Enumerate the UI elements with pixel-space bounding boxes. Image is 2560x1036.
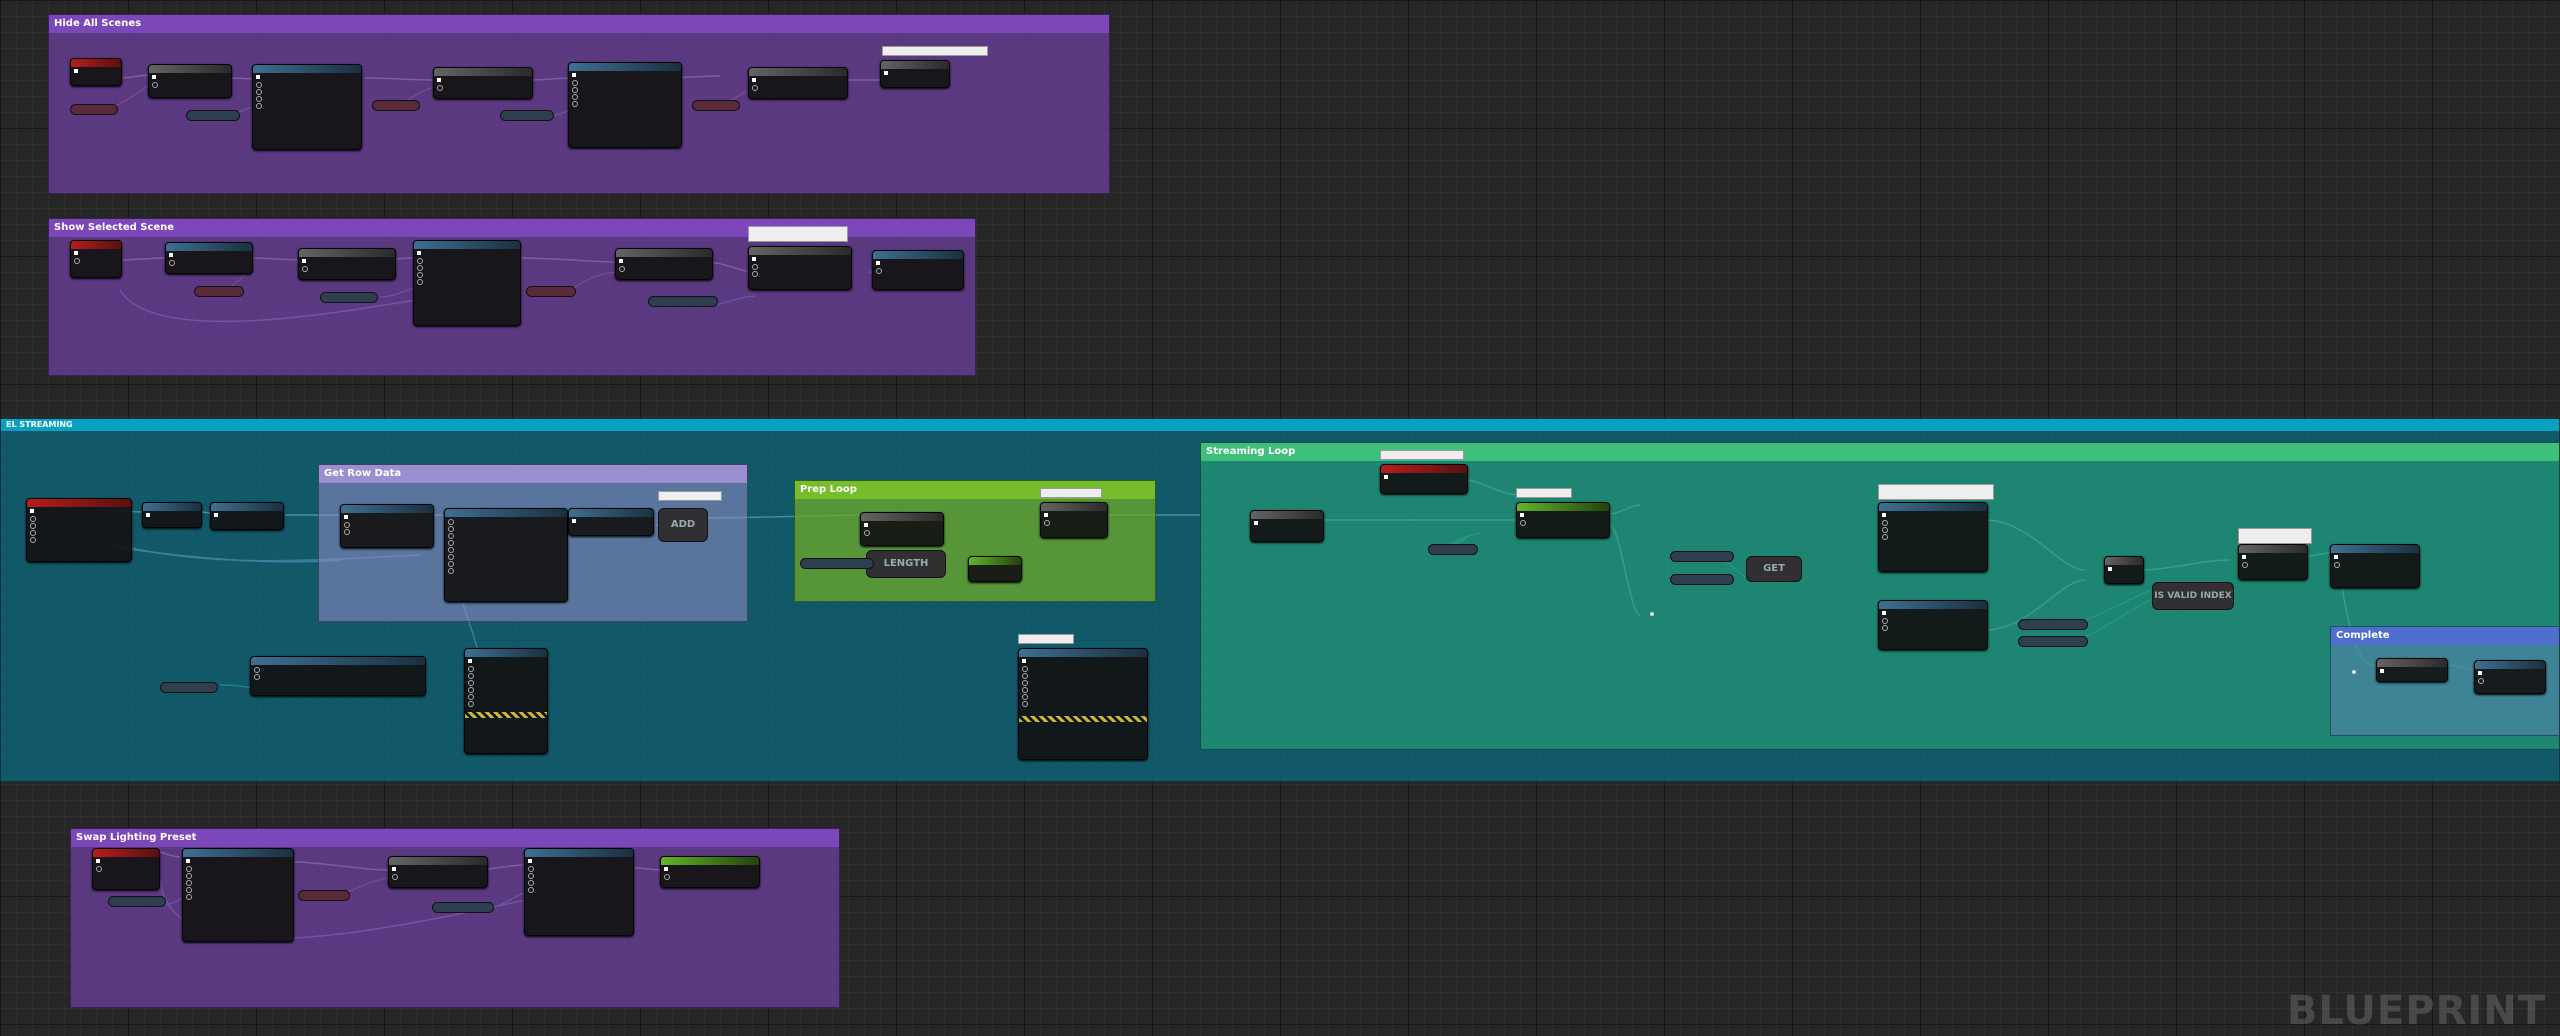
set-node[interactable] — [568, 508, 654, 536]
variable-pill[interactable] — [2018, 636, 2088, 647]
variable-pill[interactable] — [320, 292, 378, 303]
loop-node[interactable] — [148, 64, 232, 98]
get-node[interactable]: GET — [1746, 556, 1802, 582]
comment-title: Show Selected Scene — [49, 219, 975, 237]
function-node[interactable] — [880, 60, 950, 88]
add-node[interactable]: ADD — [658, 508, 708, 542]
variable-pill[interactable] — [1428, 544, 1478, 555]
node-note — [1878, 484, 1994, 500]
node-note — [1018, 634, 1074, 644]
node-note — [2238, 528, 2312, 544]
variable-pill[interactable] — [194, 286, 244, 297]
variable-pill[interactable] — [800, 558, 874, 569]
length-node[interactable]: LENGTH — [866, 550, 946, 578]
function-node[interactable] — [2376, 658, 2448, 682]
event-node[interactable] — [70, 240, 122, 278]
comment-title: Get Row Data — [319, 465, 747, 483]
variable-pill[interactable] — [298, 890, 350, 901]
comment-title: Complete — [2331, 627, 2559, 645]
set-node[interactable] — [142, 502, 202, 528]
print-string-node[interactable] — [1018, 648, 1148, 760]
reroute-node[interactable] — [1650, 612, 1654, 616]
load-stream-node[interactable] — [1878, 502, 1988, 572]
data-table-node[interactable] — [252, 64, 362, 150]
comment-prep-loop[interactable]: Prep Loop — [794, 480, 1156, 602]
variable-pill[interactable] — [2018, 619, 2088, 630]
event-node[interactable] — [26, 498, 132, 562]
print-text-node[interactable] — [464, 648, 548, 754]
variable-pill[interactable] — [500, 110, 554, 121]
variable-pill[interactable] — [108, 896, 166, 907]
data-table-node[interactable] — [413, 240, 521, 326]
variable-pill[interactable] — [648, 296, 718, 307]
data-table-node[interactable] — [182, 848, 294, 942]
data-table-node[interactable] — [568, 62, 682, 148]
switch-node[interactable] — [748, 246, 852, 290]
reroute-node[interactable] — [2352, 670, 2356, 674]
set-node[interactable] — [2474, 660, 2546, 694]
variable-pill[interactable] — [186, 110, 240, 121]
branch-node[interactable] — [1516, 502, 1610, 538]
comment-title: Swap Lighting Preset — [71, 829, 839, 847]
node-note — [882, 46, 988, 56]
node-note — [1516, 488, 1572, 498]
variable-pill[interactable] — [160, 682, 218, 693]
branch-node[interactable] — [1040, 502, 1108, 538]
event-node[interactable] — [1380, 464, 1468, 494]
loop-node[interactable] — [615, 248, 713, 280]
variable-pill[interactable] — [432, 902, 494, 913]
variable-pill[interactable] — [70, 104, 118, 115]
event-node[interactable] — [92, 848, 160, 890]
minus-node[interactable] — [968, 556, 1022, 582]
variable-pill[interactable] — [526, 286, 576, 297]
loop-node[interactable] — [388, 856, 488, 888]
variable-pill[interactable] — [692, 100, 740, 111]
node-note — [1380, 450, 1464, 460]
blueprint-watermark: BLUEPRINT — [2286, 988, 2546, 1034]
set-node[interactable] — [210, 502, 284, 530]
comment-title: Streaming Loop — [1201, 443, 2559, 461]
get-table-row-node[interactable] — [340, 504, 434, 548]
variable-pill[interactable] — [1670, 551, 1734, 562]
unload-stream-node[interactable] — [1878, 600, 1988, 650]
event-node[interactable] — [70, 58, 122, 86]
node-note — [658, 491, 722, 501]
set-node[interactable] — [1250, 510, 1324, 542]
data-table-node[interactable] — [524, 848, 634, 936]
break-struct-node[interactable] — [444, 508, 568, 602]
sequence-node[interactable] — [2104, 556, 2144, 584]
comment-title: EL STREAMING — [1, 419, 2559, 431]
loop-node[interactable] — [748, 67, 848, 99]
function-node[interactable] — [660, 856, 760, 888]
loop-node[interactable] — [433, 67, 533, 99]
variable-pill[interactable] — [1670, 574, 1734, 585]
format-text-node[interactable] — [250, 656, 426, 696]
comment-title: Hide All Scenes — [49, 15, 1109, 33]
set-node[interactable] — [860, 512, 944, 546]
node-note — [1040, 488, 1102, 498]
is-valid-index-node[interactable]: IS VALID INDEX — [2152, 582, 2234, 610]
node-note — [748, 226, 848, 242]
variable-pill[interactable] — [372, 100, 420, 111]
function-node[interactable] — [2330, 544, 2420, 588]
loop-node[interactable] — [298, 248, 396, 280]
function-node[interactable] — [872, 250, 964, 290]
loop-node[interactable] — [165, 242, 253, 274]
branch-node[interactable] — [2238, 544, 2308, 580]
